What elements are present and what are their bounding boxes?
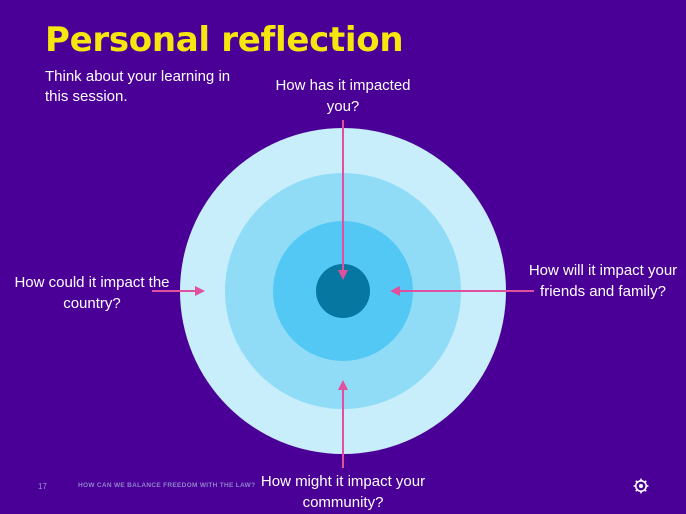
gear-logo-icon [633,478,649,494]
question-right: How will it impact your friends and fami… [528,262,678,300]
footer-text: HOW CAN WE BALANCE FREEDOM WITH THE LAW? [78,482,256,489]
question-bottom: How might it impact your community? [260,473,426,511]
question-top: How has it impacted you? [275,77,411,115]
question-left: How could it impact the country? [14,274,170,312]
center-circle [316,264,370,318]
slide-subtitle: Think about your learning in this sessio… [45,68,231,105]
slide-title: Personal reflection [45,20,404,60]
slide-number: 17 [38,482,47,491]
